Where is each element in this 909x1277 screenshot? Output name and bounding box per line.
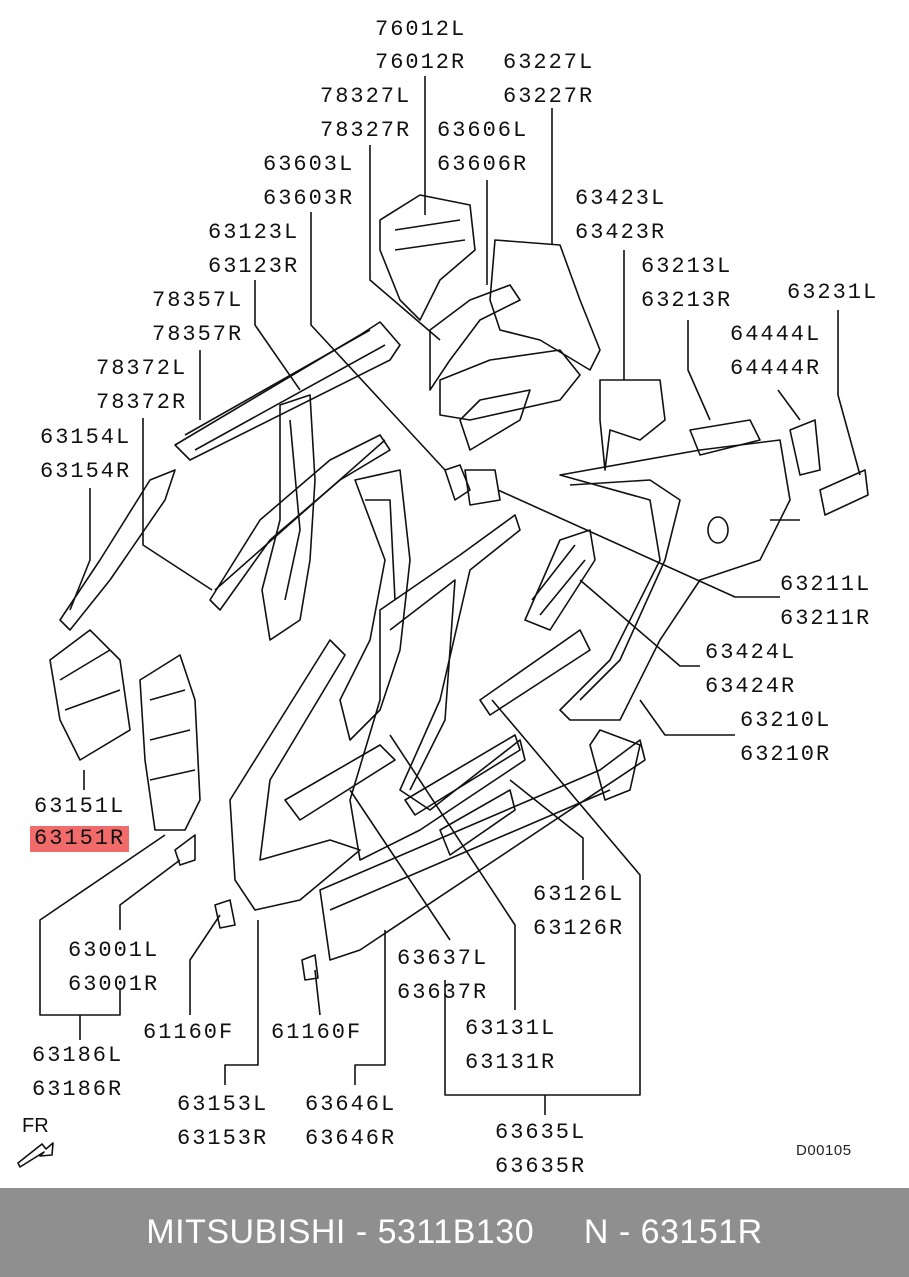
part-label: 63154R xyxy=(40,459,132,484)
part-label: 63131L xyxy=(465,1016,557,1041)
part-label: 63646R xyxy=(305,1126,397,1151)
small-brackets xyxy=(174,419,869,981)
part-label: 63423R xyxy=(575,220,667,245)
part-label: 63126L xyxy=(533,882,625,907)
part-label: 63424L xyxy=(705,640,797,665)
part-label: 63606L xyxy=(437,118,529,143)
part-label: 63213R xyxy=(641,288,733,313)
part-label: 63123R xyxy=(208,254,300,279)
leader-lines xyxy=(39,76,861,1115)
part-label: 63227L xyxy=(503,50,595,75)
part-label: 76012R xyxy=(375,50,467,75)
part-label: 63153L xyxy=(177,1092,269,1117)
part-label: 78372L xyxy=(96,356,188,381)
direction-label: FR xyxy=(22,1115,49,1137)
part-label: 76012L xyxy=(375,17,467,42)
sill-parts xyxy=(319,629,646,961)
part-label: 78357R xyxy=(152,322,244,347)
part-label: 78327L xyxy=(320,84,412,109)
part-label: 63001L xyxy=(68,938,160,963)
part-label: 63637L xyxy=(397,946,489,971)
part-label: 63423L xyxy=(575,186,667,211)
body-side-outer xyxy=(229,514,526,911)
part-label: 63210R xyxy=(740,742,832,767)
part-label: 63001R xyxy=(68,972,160,997)
part-label: 63151L xyxy=(34,794,126,819)
parts-diagram xyxy=(17,76,869,1168)
part-label: 63153R xyxy=(177,1126,269,1151)
part-label: 63211R xyxy=(780,606,872,631)
part-label: 78357L xyxy=(152,288,244,313)
part-label: 63603L xyxy=(263,152,355,177)
diagram-code: D00105 xyxy=(796,1142,852,1159)
part-label: 63123L xyxy=(208,220,300,245)
part-label: 63231L xyxy=(787,280,879,305)
part-label: 63424R xyxy=(705,674,797,699)
part-label: 63154L xyxy=(40,425,132,450)
rear-wheelhouse-parts xyxy=(379,194,601,506)
part-label: 63603R xyxy=(263,186,355,211)
roof-rail-parts xyxy=(59,321,401,631)
part-label: 63131R xyxy=(465,1050,557,1075)
part-label: 63210L xyxy=(740,708,832,733)
part-label: 61160F xyxy=(271,1020,363,1045)
part-label: 63126R xyxy=(533,916,625,941)
part-label: 64444R xyxy=(730,356,822,381)
highlighted-part-label: 63151R xyxy=(30,826,130,852)
part-label: 63606R xyxy=(437,152,529,177)
rear-quarter-panel xyxy=(559,379,791,721)
direction-arrow-icon xyxy=(17,1142,54,1168)
part-label: 63211L xyxy=(780,572,872,597)
part-label: 63186R xyxy=(32,1077,124,1102)
part-label: 63227R xyxy=(503,84,595,109)
part-label: 78372R xyxy=(96,390,188,415)
part-label: 63635L xyxy=(495,1120,587,1145)
part-label: 64444L xyxy=(730,322,822,347)
part-label: 63646L xyxy=(305,1092,397,1117)
part-label: 63186L xyxy=(32,1043,124,1068)
front-pillar-parts xyxy=(49,629,201,831)
part-label: 63635R xyxy=(495,1154,587,1179)
part-label: 63637R xyxy=(397,980,489,1005)
center-pillar-parts xyxy=(261,394,411,741)
footer-bar: MITSUBISHI - 5311B130 N - 63151R xyxy=(0,1188,909,1277)
part-label: 78327R xyxy=(320,118,412,143)
part-label: 63213L xyxy=(641,254,733,279)
part-label: 61160F xyxy=(143,1020,235,1045)
footer-text: MITSUBISHI - 5311B130 N - 63151R xyxy=(146,1213,763,1251)
